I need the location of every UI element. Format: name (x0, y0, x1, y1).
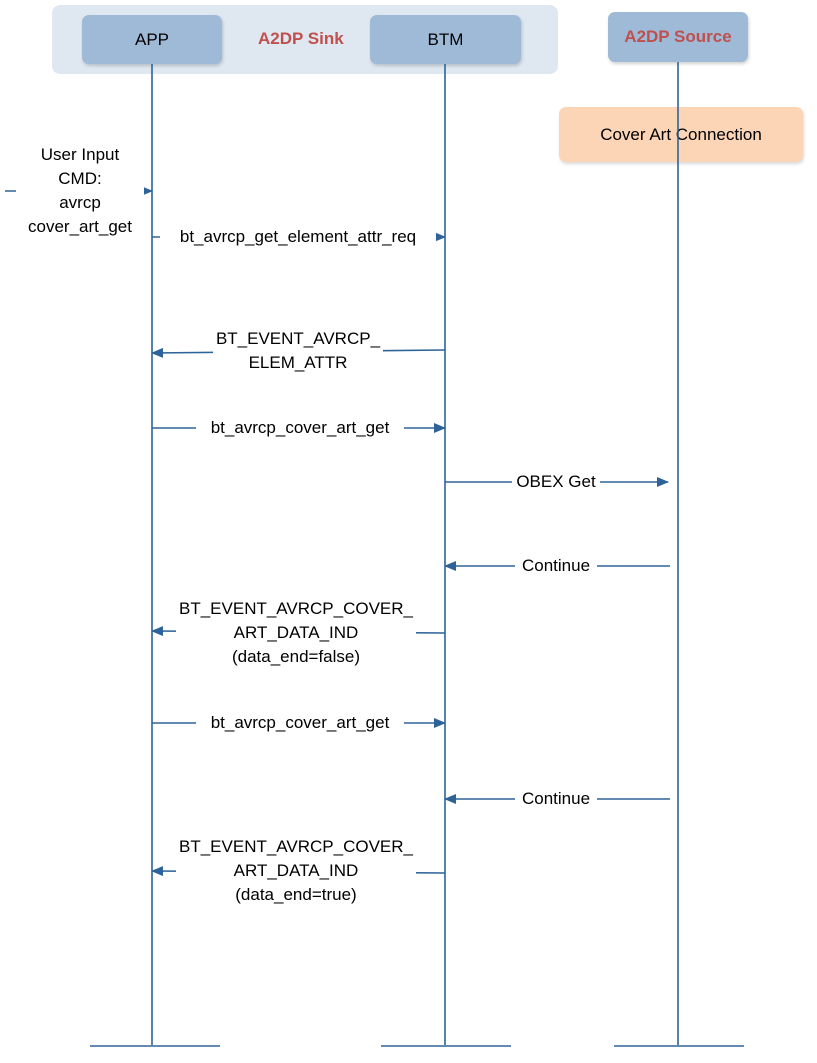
cover-art-get-label-2: bt_avrcp_cover_art_get (196, 711, 404, 735)
get-element-attr-req-label: bt_avrcp_get_element_attr_req (160, 225, 436, 249)
user-input-label: User Input CMD: avrcp cover_art_get (16, 143, 144, 239)
continue-label-1: Continue (515, 554, 597, 578)
obex-get-label: OBEX Get (512, 470, 600, 494)
cover-art-data-ind-2-line2: ART_DATA_IND (233, 861, 359, 880)
cover-art-data-ind-1-line1: BT_EVENT_AVRCP_COVER_ (179, 599, 413, 618)
cover-art-data-ind-1-line3: (data_end=false) (231, 647, 361, 666)
elem-attr-event-label: BT_EVENT_AVRCP_ ELEM_ATTR (213, 327, 383, 375)
cover-art-get-label-1: bt_avrcp_cover_art_get (196, 416, 404, 440)
app-participant: APP (82, 15, 222, 64)
user-input-line1: User Input (40, 145, 120, 164)
elem-attr-event-line1: BT_EVENT_AVRCP_ (215, 329, 381, 348)
cover-art-connection-note: Cover Art Connection (559, 107, 803, 162)
continue-label-2: Continue (515, 787, 597, 811)
user-input-line4: cover_art_get (28, 217, 132, 236)
cover-art-data-ind-2-line3: (data_end=true) (235, 885, 357, 904)
user-input-line3: avrcp (59, 193, 101, 212)
cover-art-data-ind-1-line2: ART_DATA_IND (233, 623, 359, 642)
a2dp-source-participant: A2DP Source (608, 12, 748, 62)
a2dp-sink-title: A2DP Sink (258, 29, 344, 48)
btm-participant: BTM (370, 15, 521, 64)
cover-art-data-ind-label-2: BT_EVENT_AVRCP_COVER_ ART_DATA_IND (data… (176, 835, 416, 907)
user-input-line2: CMD: (58, 169, 102, 188)
elem-attr-event-line2: ELEM_ATTR (248, 353, 348, 372)
cover-art-data-ind-label-1: BT_EVENT_AVRCP_COVER_ ART_DATA_IND (data… (176, 597, 416, 669)
cover-art-data-ind-2-line1: BT_EVENT_AVRCP_COVER_ (179, 837, 413, 856)
